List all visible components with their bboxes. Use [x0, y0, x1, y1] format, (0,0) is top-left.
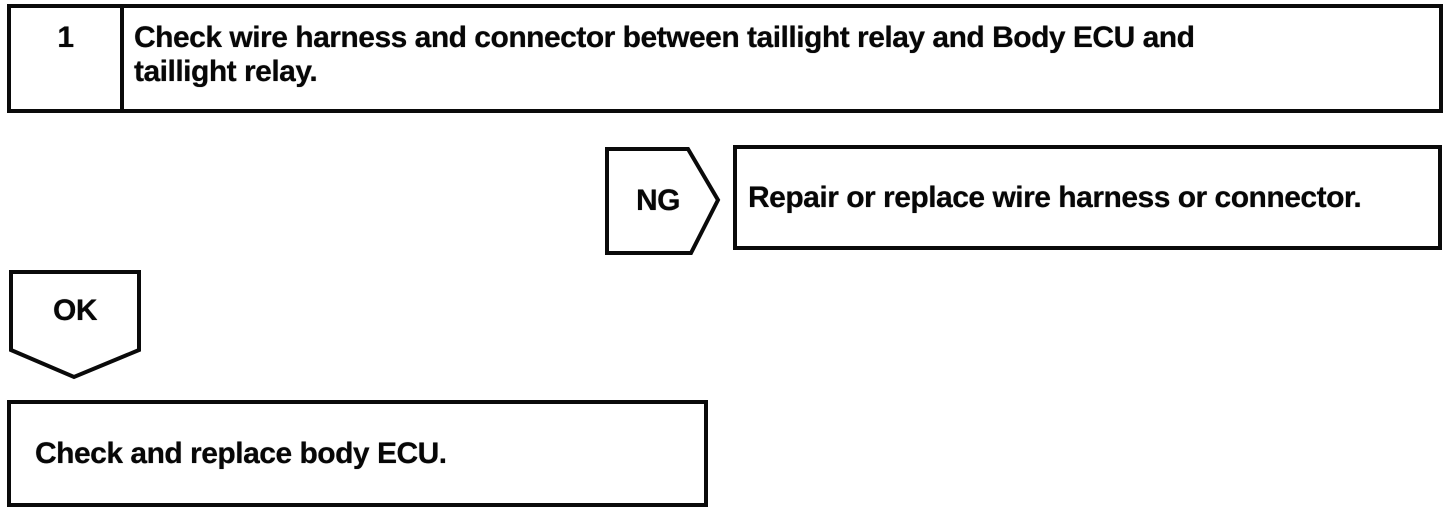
step-instruction: Check wire harness and connector between… [124, 8, 1439, 109]
ok-action-text: Check and replace body ECU. [35, 436, 447, 470]
ng-action-box: Repair or replace wire harness or connec… [733, 145, 1442, 250]
ok-connector: OK [9, 270, 141, 380]
step-box: 1 Check wire harness and connector betwe… [7, 4, 1443, 113]
ok-action-box: Check and replace body ECU. [7, 400, 708, 507]
ng-connector: NG [605, 147, 721, 255]
ng-action-text: Repair or replace wire harness or connec… [748, 180, 1362, 214]
step-instruction-line-1: Check wire harness and connector between… [134, 21, 1195, 54]
ng-pentagon-right-icon [605, 147, 721, 255]
step-number-cell: 1 [11, 8, 124, 109]
step-instruction-line-2: taillight relay. [134, 55, 318, 88]
ok-pentagon-down-icon [9, 270, 141, 380]
step-number: 1 [57, 21, 74, 54]
